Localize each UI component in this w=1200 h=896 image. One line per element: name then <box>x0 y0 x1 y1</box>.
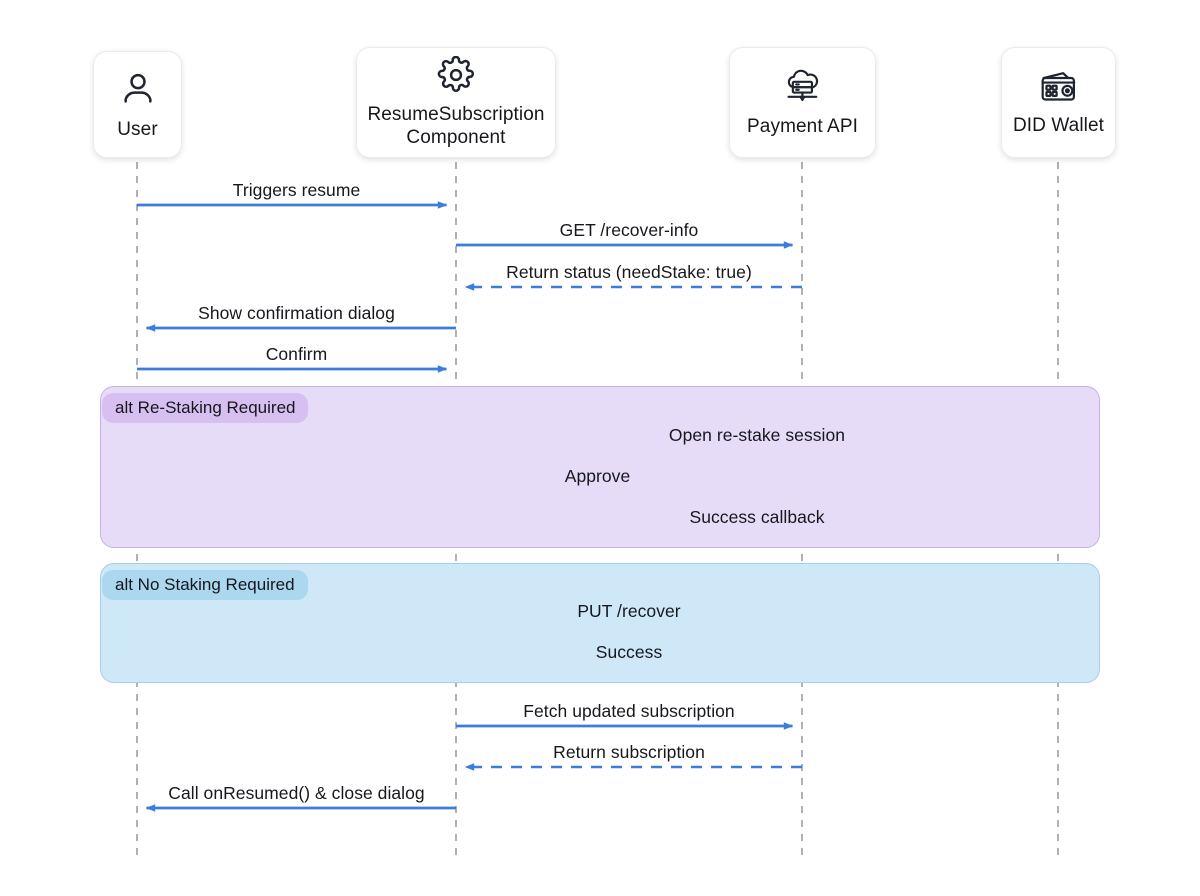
alt-fragment-tag: alt No Staking Required <box>102 570 308 600</box>
message-label-m8: Success callback <box>689 507 825 527</box>
participant-label: ResumeSubscription Component <box>367 104 545 148</box>
person-icon <box>118 69 158 109</box>
gear-icon <box>437 55 475 94</box>
wallet-icon <box>1040 69 1078 105</box>
message-label-m9: PUT /recover <box>577 601 681 621</box>
message-label-m3: Return status (needStake: true) <box>506 262 752 282</box>
participant-payment-api[interactable]: Payment API <box>729 47 876 158</box>
participant-did-wallet[interactable]: DID Wallet <box>1001 47 1116 158</box>
cloud-server-icon <box>783 68 823 106</box>
lifelines-group <box>136 162 1059 858</box>
message-label-m5: Confirm <box>265 344 328 364</box>
message-label-m13: Call onResumed() & close dialog <box>168 783 425 803</box>
participant-user[interactable]: User <box>93 51 182 158</box>
participant-label: Payment API <box>747 115 858 137</box>
message-label-m10: Success <box>595 642 663 662</box>
message-label-m4: Show confirmation dialog <box>198 303 395 323</box>
participant-label: DID Wallet <box>1012 114 1105 136</box>
alt-fragment-tag: alt Re-Staking Required <box>102 393 309 423</box>
message-label-m11: Fetch updated subscription <box>523 701 735 721</box>
participant-resume-subscription-component[interactable]: ResumeSubscription Component <box>356 47 556 158</box>
participant-label: User <box>117 118 158 140</box>
message-label-m2: GET /recover-info <box>559 220 699 240</box>
message-label-m12: Return subscription <box>553 742 705 762</box>
message-label-m7: Approve <box>564 466 631 486</box>
message-label-m6: Open re-stake session <box>668 425 846 445</box>
message-label-m1: Triggers resume <box>232 180 361 200</box>
